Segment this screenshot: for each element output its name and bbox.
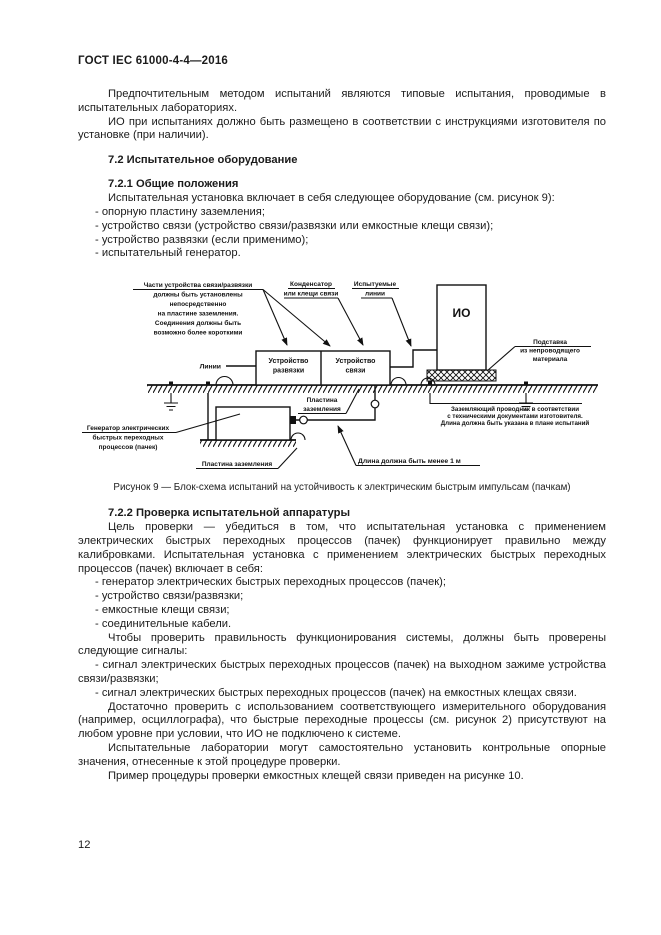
page-number: 12: [78, 839, 91, 851]
earth-symbol-left: [164, 393, 178, 411]
cable-bushing-arcs: [215, 376, 436, 441]
section-title-7-2: 7.2 Испытательное оборудование: [108, 154, 298, 167]
coax-cable: [290, 385, 380, 425]
ground-plate-bottom-label: Пластина заземления: [196, 447, 298, 470]
svg-text:материала: материала: [533, 356, 568, 363]
svg-text:должны быть установлены: должны быть установлены: [153, 291, 243, 299]
section-title-7-2-2: 7.2.2 Проверка испытательной аппаратуры: [108, 507, 351, 520]
ground-conductor-note: Заземляющий проводник в соответствии с т…: [429, 393, 590, 427]
svg-text:Пластина: Пластина: [307, 397, 338, 404]
page-content: ГОСТ IEC 61000-4-4—2016 Предпочтительным…: [78, 55, 606, 783]
list-item: - устройство связи/развязки;: [95, 590, 244, 603]
svg-text:из непроводящего: из непроводящего: [520, 348, 580, 355]
svg-text:развязки: развязки: [273, 368, 304, 375]
paragraph: Пример процедуры проверки емкостных клещ…: [108, 769, 524, 782]
eut-box: ИО: [436, 284, 487, 371]
paragraph: Цель проверки — убедиться в том, что исп…: [78, 521, 606, 575]
list-item: - сигнал электрических быстрых переходны…: [95, 686, 577, 699]
svg-text:Длина должна быть менее 1 м: Длина должна быть менее 1 м: [358, 457, 461, 465]
generator-box: [215, 406, 291, 441]
cdn-parts-note: Части устройства связи/развязки должны б…: [133, 281, 331, 347]
eut-label: ИО: [453, 306, 471, 320]
coupling-device-label: Устройство: [336, 357, 376, 365]
svg-text:связи: связи: [346, 368, 366, 375]
ground-plate-generator: [200, 439, 296, 448]
svg-text:возможно более короткими: возможно более короткими: [154, 329, 243, 337]
paragraph: Предпочтительным методом испытаний являю…: [78, 88, 606, 114]
list-item: - устройство развязки (если применимо);: [95, 233, 309, 246]
coupling-decoupling-box: Устройство развязки Устройство связи: [255, 350, 391, 386]
svg-text:процессов (пачек): процессов (пачек): [99, 444, 158, 451]
list-item: - устройство связи (устройство связи/раз…: [95, 219, 494, 232]
paragraph: Испытательные лаборатории могут самостоя…: [78, 741, 606, 768]
svg-text:Генератор электрических: Генератор электрических: [87, 425, 170, 432]
bolt-dots: [169, 381, 528, 386]
svg-text:заземления: заземления: [303, 406, 341, 413]
paragraph: Достаточно проверить с использованием со…: [78, 700, 606, 741]
svg-text:Испытуемые: Испытуемые: [354, 281, 397, 288]
list-item: - емкостные клещи связи;: [95, 603, 230, 616]
ground-plate-top-label: Пластина заземления: [298, 388, 360, 415]
paragraph: Чтобы проверить правильность функциониро…: [78, 631, 606, 658]
decoupling-device-label: Устройство: [269, 357, 309, 365]
cable-length-note: Длина должна быть менее 1 м: [337, 425, 480, 467]
capacitor-clamp-label: Конденсатор или клещи связи: [284, 281, 364, 347]
lines-label: Линии: [200, 364, 221, 371]
svg-text:Заземляющий проводник в соотве: Заземляющий проводник в соответствии: [451, 406, 579, 413]
doc-number-header: ГОСТ IEC 61000-4-4—2016: [78, 55, 229, 67]
list-item: - испытательный генератор.: [95, 247, 241, 260]
list-item: - генератор электрических быстрых перехо…: [95, 576, 446, 589]
svg-text:на пластине заземления.: на пластине заземления.: [158, 311, 239, 318]
figure9-diagram: Устройство развязки Устройство связи ИО: [82, 281, 598, 470]
paragraph: Испытательная установка включает в себя …: [108, 192, 555, 205]
svg-text:Конденсатор: Конденсатор: [290, 281, 332, 288]
tested-lines-connection: [390, 349, 437, 368]
svg-text:Подставка: Подставка: [533, 339, 567, 346]
paragraph: ИО при испытаниях должно быть размещено …: [78, 115, 606, 142]
generator-label: Генератор электрических быстрых переходн…: [82, 413, 241, 451]
svg-text:Длина должна быть указана в пл: Длина должна быть указана в плане испыта…: [441, 420, 590, 427]
list-item: - соединительные кабели.: [95, 617, 232, 630]
svg-text:с техническими документами изг: с техническими документами изготовителя.: [447, 413, 583, 420]
figure9-caption: Рисунок 9 — Блок-схема испытаний на усто…: [113, 482, 571, 494]
svg-text:Части устройства связи/развязк: Части устройства связи/развязки: [144, 281, 253, 289]
incoming-lines: Линии: [200, 364, 256, 371]
svg-text:Соединения должны быть: Соединения должны быть: [155, 319, 241, 327]
svg-text:линии: линии: [365, 291, 385, 298]
list-item: - опорную пластину заземления;: [95, 205, 265, 218]
figure9: Устройство развязки Устройство связи ИО: [78, 267, 606, 494]
svg-text:или клещи связи: или клещи связи: [284, 291, 339, 298]
section-title-7-2-1: 7.2.1 Общие положения: [108, 178, 239, 191]
insulating-support-label: Подставка из непроводящего материала: [486, 339, 591, 372]
tested-lines-label: Испытуемые линии: [352, 281, 412, 348]
list-item: - сигнал электрических быстрых переходны…: [78, 659, 606, 685]
insulating-support-pad: [426, 369, 497, 382]
svg-text:непосредственно: непосредственно: [170, 301, 227, 308]
intro-block: Предпочтительным методом испытаний являю…: [78, 88, 606, 143]
ground-plate-main: [147, 384, 598, 394]
svg-text:быстрых переходных: быстрых переходных: [93, 434, 164, 442]
svg-text:Пластина заземления: Пластина заземления: [202, 461, 272, 468]
